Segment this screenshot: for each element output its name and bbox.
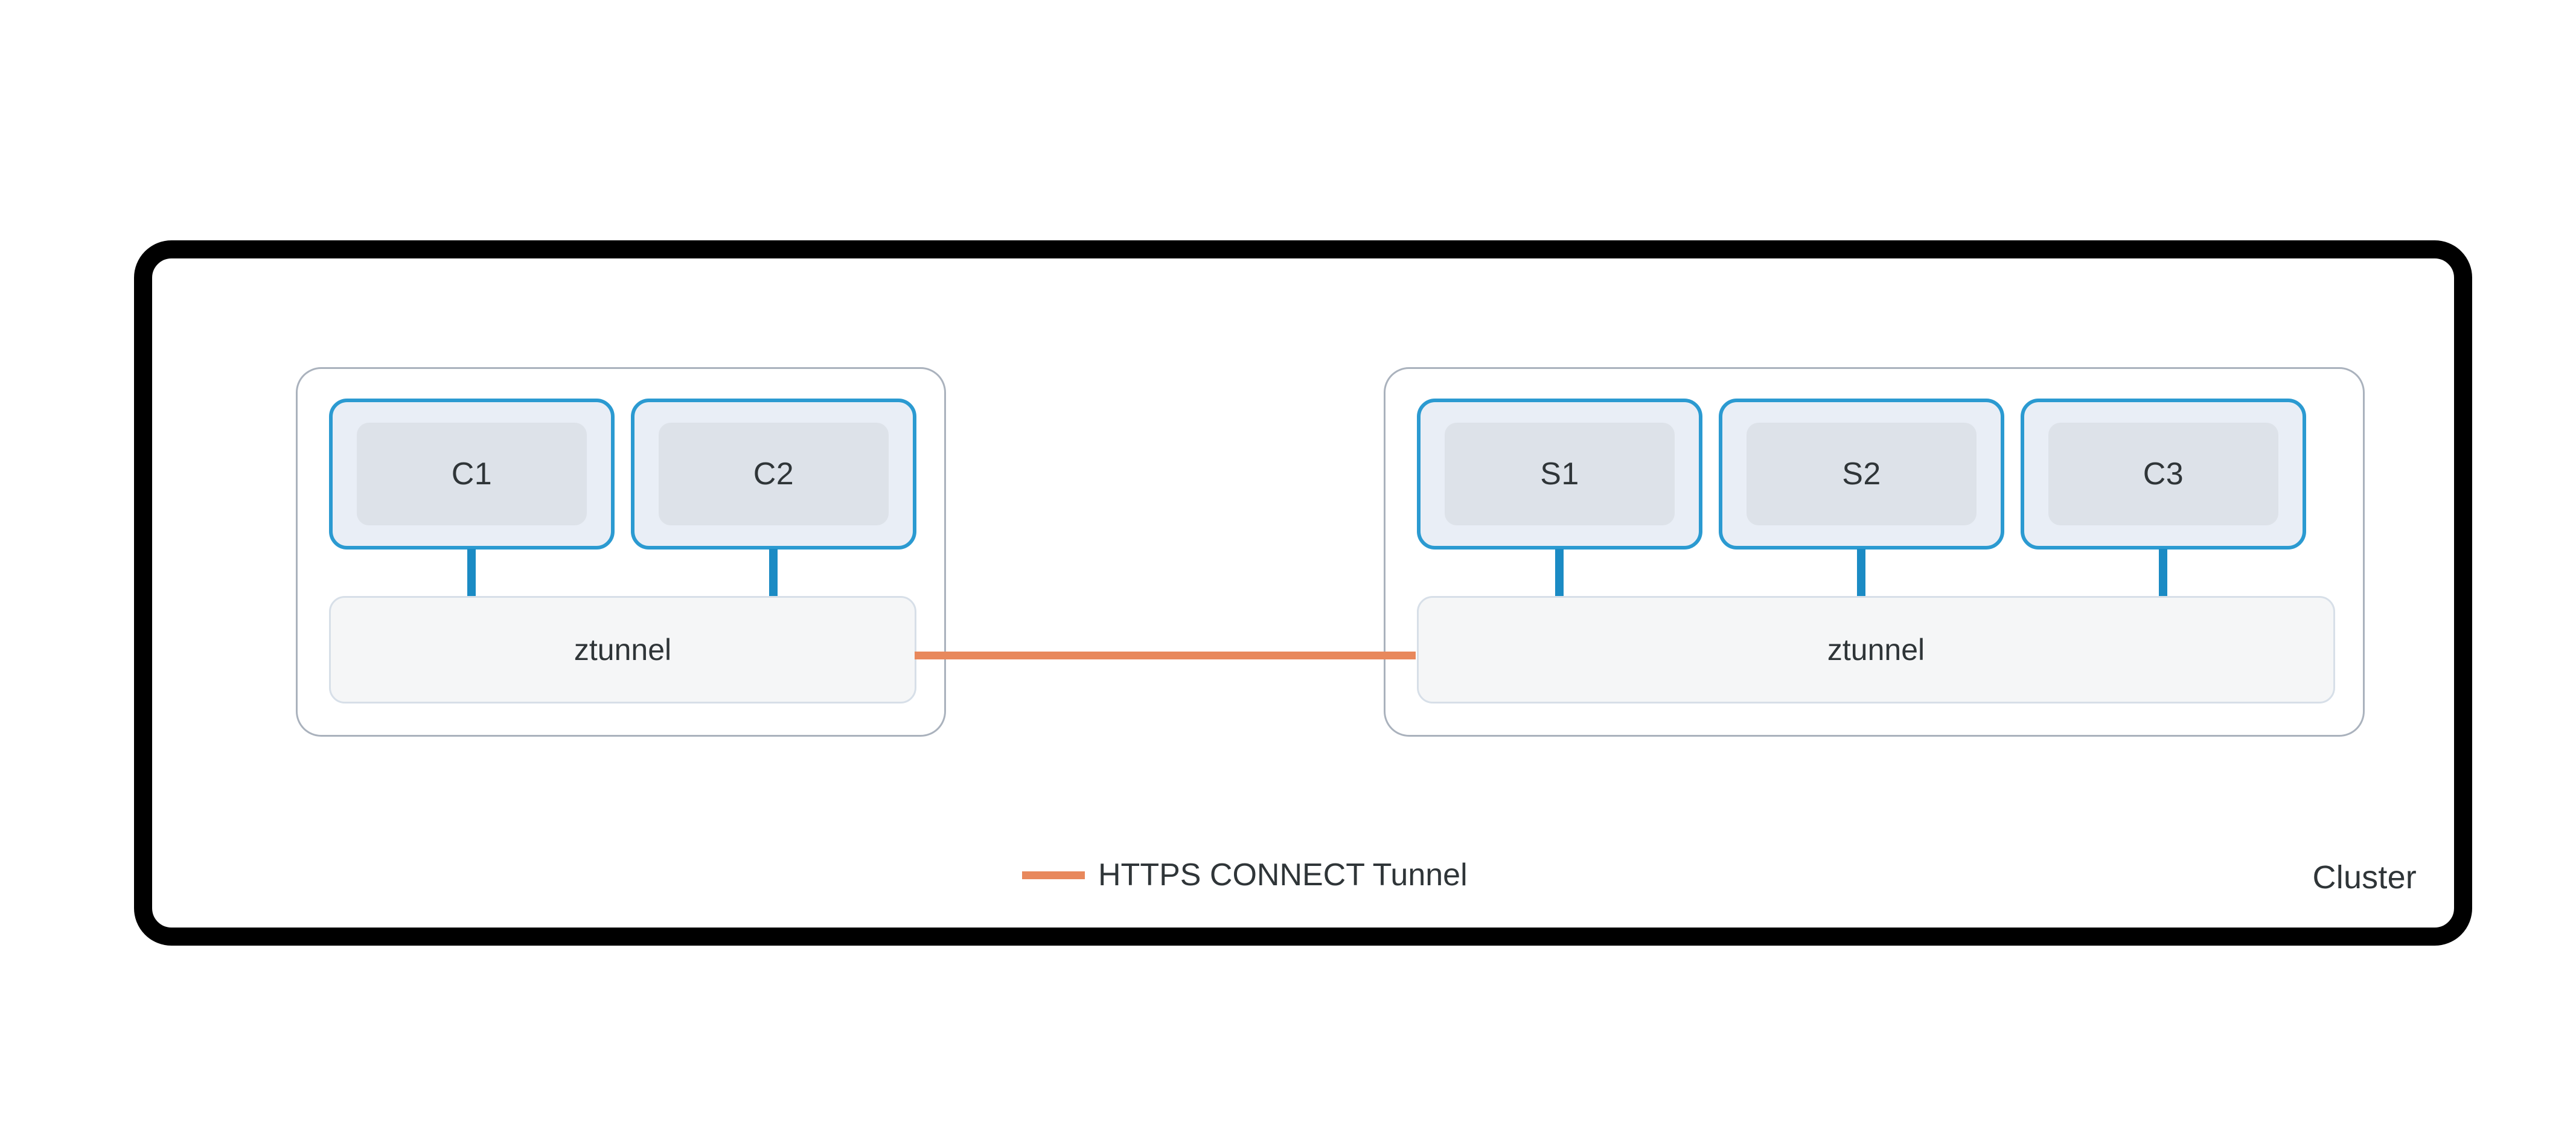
legend: HTTPS CONNECT Tunnel bbox=[1022, 859, 1468, 891]
workload-box-c2[interactable]: C2 bbox=[631, 399, 916, 550]
connector-stub-c3-ztunnel bbox=[2159, 549, 2167, 597]
workload-box-c1[interactable]: C1 bbox=[329, 399, 615, 550]
ztunnel-label-left: ztunnel bbox=[574, 633, 672, 667]
workload-box-c3[interactable]: C3 bbox=[2021, 399, 2306, 550]
cluster-frame: C1 C2 ztunnel S1 bbox=[134, 240, 2472, 946]
workload-label-c1: C1 bbox=[451, 457, 493, 492]
ztunnel-label-right: ztunnel bbox=[1827, 633, 1925, 667]
workload-inner-panel-c3: C3 bbox=[2048, 423, 2278, 525]
workload-inner-panel-c2: C2 bbox=[659, 423, 889, 525]
ztunnel-box-right[interactable]: ztunnel bbox=[1417, 596, 2335, 703]
node-group-right: S1 S2 C3 ztunnel bbox=[1384, 367, 2365, 737]
workload-box-s2[interactable]: S2 bbox=[1719, 399, 2004, 550]
legend-label-https-connect-tunnel: HTTPS CONNECT Tunnel bbox=[1098, 857, 1468, 892]
workload-label-s2: S2 bbox=[1842, 457, 1881, 492]
https-connect-tunnel-link bbox=[915, 652, 1416, 659]
workload-label-c3: C3 bbox=[2143, 457, 2184, 492]
connector-stub-c2-ztunnel bbox=[769, 549, 778, 597]
connector-stub-s1-ztunnel bbox=[1555, 549, 1564, 597]
node-group-left: C1 C2 ztunnel bbox=[296, 367, 946, 737]
legend-swatch-https-connect-tunnel bbox=[1022, 871, 1085, 879]
connector-stub-s2-ztunnel bbox=[1857, 549, 1865, 597]
workload-label-s1: S1 bbox=[1540, 457, 1579, 492]
workload-inner-panel-s1: S1 bbox=[1445, 423, 1675, 525]
workload-inner-panel-c1: C1 bbox=[357, 423, 587, 525]
workload-inner-panel-s2: S2 bbox=[1747, 423, 1977, 525]
connector-stub-c1-ztunnel bbox=[467, 549, 476, 597]
ztunnel-box-left[interactable]: ztunnel bbox=[329, 596, 916, 703]
cluster-label: Cluster bbox=[2312, 859, 2417, 896]
workload-label-c2: C2 bbox=[753, 457, 794, 492]
workload-box-s1[interactable]: S1 bbox=[1417, 399, 1702, 550]
